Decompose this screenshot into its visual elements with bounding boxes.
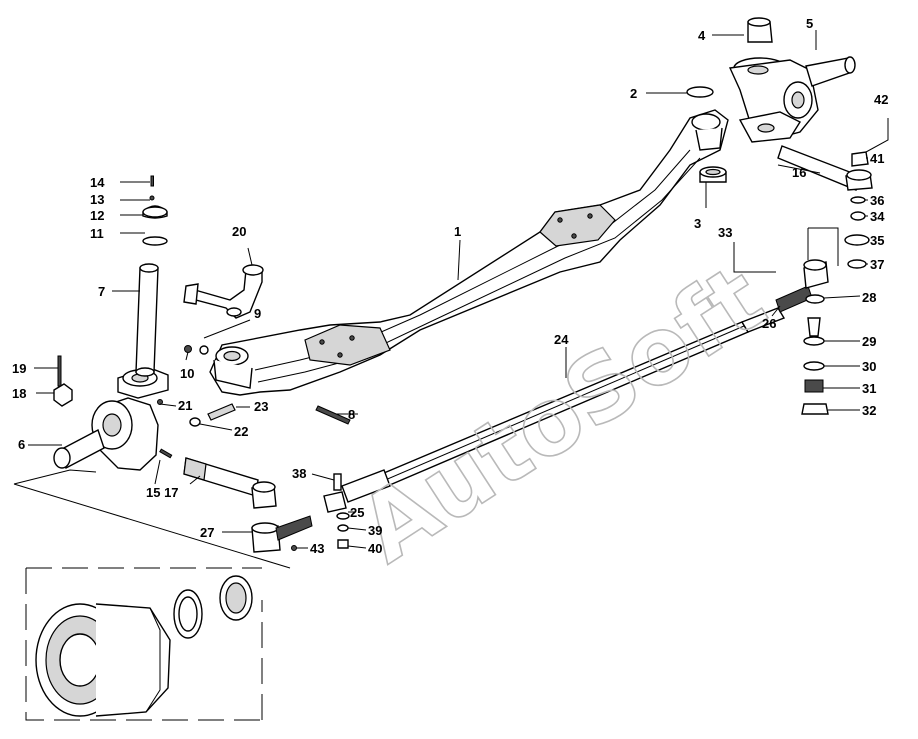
callout-40: 40 [368, 541, 382, 556]
callout-8: 8 [348, 407, 355, 422]
callout-41: 41 [870, 151, 884, 166]
bushing [699, 166, 727, 183]
callout-19: 19 [12, 361, 26, 376]
callout-26: 26 [762, 316, 776, 331]
left-hardware [53, 345, 236, 459]
callout-4: 4 [698, 28, 706, 43]
callout-7: 7 [98, 284, 105, 299]
callout-24: 24 [554, 332, 569, 347]
callout-15-17: 15 17 [146, 485, 179, 500]
callout-31: 31 [862, 381, 876, 396]
callout-36: 36 [870, 193, 884, 208]
right-tie-rod-end [775, 259, 829, 415]
right-steering-knuckle [728, 17, 856, 143]
callout-21: 21 [178, 398, 192, 413]
callout-32: 32 [862, 403, 876, 418]
callout-22: 22 [234, 424, 248, 439]
callout-10: 10 [180, 366, 194, 381]
callout-1: 1 [454, 224, 461, 239]
steering-arm [183, 264, 264, 319]
callout-13: 13 [90, 192, 104, 207]
kingpin [135, 263, 159, 377]
bolt [315, 405, 351, 425]
leader-lines [28, 30, 869, 549]
callout-9: 9 [254, 306, 261, 321]
callout-27: 27 [200, 525, 214, 540]
thrust-washer [686, 86, 714, 98]
kingpin-cap-assembly [142, 175, 168, 246]
callout-33: 33 [718, 225, 732, 240]
callout-11: 11 [90, 226, 104, 241]
callout-18: 18 [12, 386, 26, 401]
callout-37: 37 [870, 257, 884, 272]
callout-29: 29 [862, 334, 876, 349]
tie-rod [341, 307, 786, 503]
callout-42: 42 [874, 92, 888, 107]
callout-35: 35 [870, 233, 884, 248]
callout-6: 6 [18, 437, 25, 452]
callout-23: 23 [254, 399, 268, 414]
callout-16: 16 [792, 165, 806, 180]
callout-39: 39 [368, 523, 382, 538]
callout-38: 38 [292, 466, 306, 481]
callout-43: 43 [310, 541, 324, 556]
callout-34: 34 [870, 209, 885, 224]
callout-30: 30 [862, 359, 876, 374]
callout-2: 2 [630, 86, 637, 101]
callout-5: 5 [806, 16, 813, 31]
callout-28: 28 [862, 290, 876, 305]
left-steering-knuckle [53, 367, 169, 471]
callout-14: 14 [90, 175, 105, 190]
left-tie-rod-end [183, 457, 313, 553]
watermark-text: AutoSoft [341, 244, 783, 583]
ball-joint [323, 473, 350, 549]
right-steering-lever [777, 118, 889, 269]
axle-beam [209, 109, 729, 396]
callout-25: 25 [350, 505, 364, 520]
callout-12: 12 [90, 208, 104, 223]
callout-20: 20 [232, 224, 246, 239]
callout-labels: 1 2 3 4 5 6 7 8 9 10 11 12 13 14 15 17 1… [12, 16, 888, 556]
callout-3: 3 [694, 216, 701, 231]
hub-detail-inset [13, 469, 291, 721]
